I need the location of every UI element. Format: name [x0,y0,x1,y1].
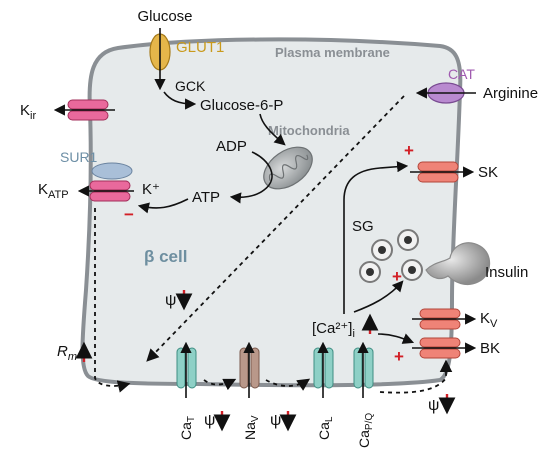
ca-i-to-bk-arrow [377,333,415,344]
kir-channel [67,99,109,121]
insulin-label: Insulin [485,264,528,281]
na-v-label: NaV [242,415,261,440]
cat-to-nav-dotted-arrow [203,378,237,391]
katp-to-cat-dotted-arrow [94,208,131,393]
beta-cell-label: β cell [144,247,187,266]
glucose-label: Glucose [137,8,192,25]
secretory-granule [401,259,423,281]
atp-inhibits-katp-arrow [137,198,189,214]
psi-right-label: ψ [428,397,439,414]
atp-label: ATP [192,189,220,206]
psi-nav-label: ψ [270,412,281,429]
bk-channel [419,337,461,359]
insulin-exocytosis-icon [425,242,491,286]
secretory-granule [359,261,381,283]
sg-label: SG [352,218,374,235]
sk-plus-sign: + [404,141,414,160]
mitochondria-icon [263,146,313,190]
sk-label: SK [478,164,498,181]
secretory-granule [371,239,393,261]
bk-label: BK [480,340,500,357]
adp-label: ADP [216,138,247,155]
na-v-channel [239,347,260,389]
capq-to-bk-dotted-arrow [379,359,453,394]
ca-l-label: CaL [316,416,335,440]
plasma-membrane-label: Plasma membrane [275,45,390,60]
ca-i-label: [Ca²⁺]i [312,320,355,340]
sur1-subunit [91,162,133,180]
rm-label: Rm [57,343,77,363]
glut1-label: GLUT1 [176,39,224,56]
glucose6p-label: Glucose-6-P [200,97,283,114]
mitochondria-label: Mitochondria [268,123,350,138]
katp-minus-sign: − [124,205,134,224]
adp-to-atp-arrow [229,151,273,204]
katp-channel [89,180,131,202]
kplus-label: K⁺ [142,181,160,198]
kir-label: Kir [20,102,36,122]
ca-pq-channel [353,347,374,389]
psi-cat-label: ψ [204,412,215,429]
secretory-granule [397,229,419,251]
nav-to-cal-dotted-arrow [265,378,311,391]
gck-label: GCK [175,78,206,94]
kv-channel [419,308,461,330]
sur1-label: SUR1 [60,149,98,165]
kv-label: KV [480,310,498,330]
cat-label: CAT [448,66,475,82]
arginine-depolarization-arrow [146,95,405,362]
bk-plus-sign: + [394,347,404,366]
exocytosis-plus-sign: + [392,267,402,286]
ca-i-to-exocytosis-arrow [353,280,404,313]
ca-t-label: CaT [178,416,197,440]
ca-pq-label: CaP/Q [356,413,375,448]
psi-inner-label: ψ [165,292,176,309]
sk-channel [417,161,459,183]
cell-membrane [80,37,463,388]
arginine-label: Arginine [483,85,538,102]
ca-i-to-sk-arrow [343,161,409,314]
katp-label: KATP [38,181,69,201]
